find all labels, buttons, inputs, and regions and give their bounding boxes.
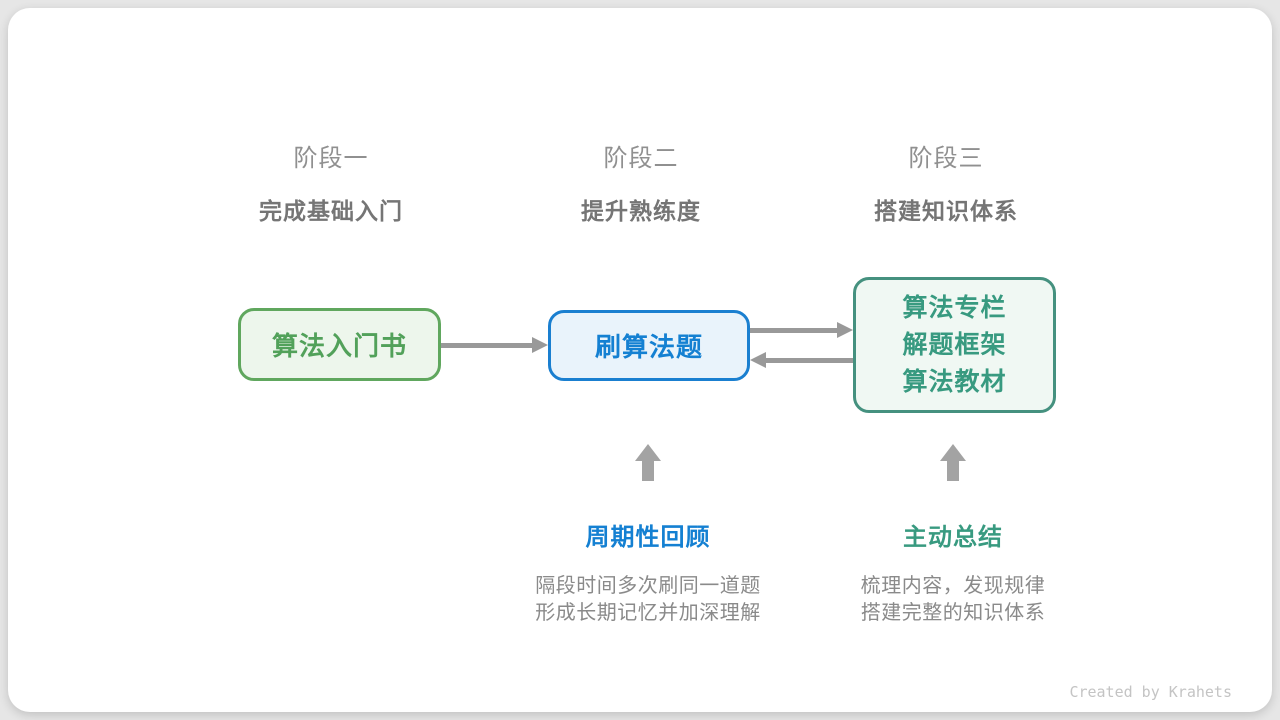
annotation-periodic-review: 周期性回顾 隔段时间多次刷同一道题 形成长期记忆并加深理解 [498, 517, 798, 627]
node-practice-problems-label: 刷算法题 [594, 332, 703, 362]
annotation-review-desc-line-2: 形成长期记忆并加深理解 [535, 602, 761, 624]
arrow-practice-to-resources-icon [750, 322, 853, 338]
node-intro-book: 算法入门书 [238, 308, 441, 381]
node-resources-line-3: 算法教材 [902, 367, 1007, 396]
annotation-summary-desc-line-2: 搭建完整的知识体系 [860, 602, 1046, 624]
annotation-review-desc-line-1: 隔段时间多次刷同一道题 [535, 575, 761, 597]
node-intro-book-label: 算法入门书 [271, 331, 407, 361]
stage-3-header: 阶段三 搭建知识体系 [796, 138, 1096, 226]
annotation-review-desc: 隔段时间多次刷同一道题 形成长期记忆并加深理解 [498, 573, 798, 627]
annotation-summary-desc-line-1: 梳理内容，发现规律 [860, 575, 1046, 597]
node-knowledge-resources: 算法专栏 解题框架 算法教材 [853, 277, 1056, 413]
credit-text: Created by Krahets [1069, 683, 1232, 701]
stage-1-subtitle: 完成基础入门 [259, 198, 403, 224]
stage-2-subtitle: 提升熟练度 [581, 198, 701, 224]
node-practice-problems: 刷算法题 [548, 310, 750, 381]
annotation-summary-desc: 梳理内容，发现规律 搭建完整的知识体系 [803, 573, 1103, 627]
stage-2-header: 阶段二 提升熟练度 [491, 138, 791, 226]
stage-3-subtitle: 搭建知识体系 [874, 198, 1018, 224]
arrow-resources-to-practice-icon [750, 352, 853, 368]
canvas-card: 阶段一 完成基础入门 阶段二 提升熟练度 阶段三 搭建知识体系 算法入门书 刷算… [8, 8, 1272, 712]
annotation-active-summary: 主动总结 梳理内容，发现规律 搭建完整的知识体系 [803, 517, 1103, 627]
up-arrow-review-icon [635, 444, 661, 481]
annotation-review-title: 周期性回顾 [585, 524, 711, 551]
node-resources-line-2: 解题框架 [902, 330, 1007, 359]
stage-1-header: 阶段一 完成基础入门 [181, 138, 481, 226]
arrow-intro-to-practice-icon [441, 337, 548, 353]
up-arrow-summary-icon [940, 444, 966, 481]
annotation-summary-title: 主动总结 [903, 524, 1003, 551]
stage-1-label: 阶段一 [293, 145, 369, 172]
node-resources-line-1: 算法专栏 [902, 293, 1007, 322]
stage-3-label: 阶段三 [908, 145, 984, 172]
stage-2-label: 阶段二 [603, 145, 679, 172]
